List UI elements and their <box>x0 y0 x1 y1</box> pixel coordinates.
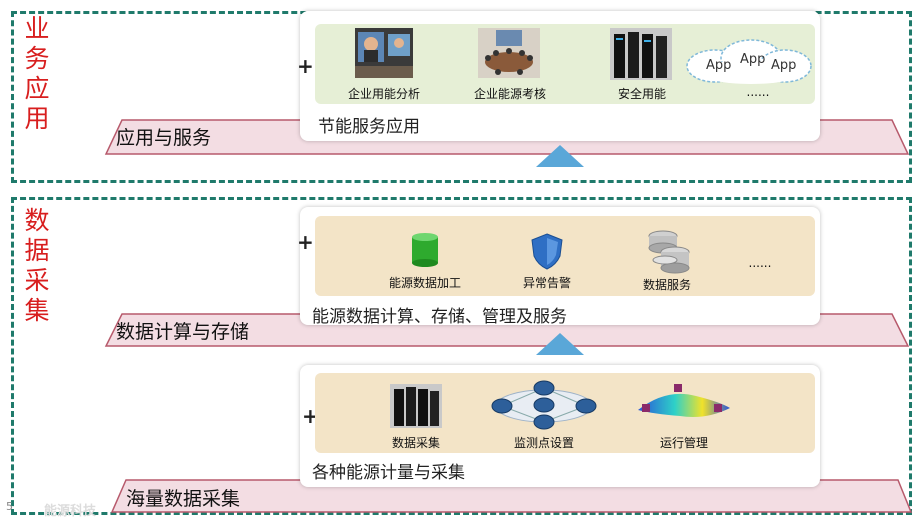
plus-sign: + <box>302 404 319 428</box>
plus-sign: + <box>297 230 314 254</box>
cloud-text-app-1: App <box>706 58 732 73</box>
cloud-text-app-3: App <box>771 58 797 73</box>
item-label-energy-assessment: 企业能源考核 <box>473 87 546 101</box>
band-title-data-compute-storage: 数据计算与存储 <box>116 321 250 343</box>
plus-sign: + <box>297 54 314 78</box>
page-number: 5 <box>6 500 13 513</box>
up-arrow-to-data-compute <box>536 333 584 355</box>
inner-panel-data-compute <box>315 216 815 296</box>
up-arrow-to-applications <box>536 145 584 167</box>
meeting-room-icon <box>478 28 540 78</box>
shield-icon <box>531 233 563 270</box>
cloud-text-app-2: App <box>740 52 766 67</box>
database-cylinder-icon <box>412 233 438 267</box>
watermark-logo: 能源科技 <box>44 504 97 519</box>
data-collection-label: 数 据 采 集 <box>24 206 50 325</box>
network-nodes-icon <box>491 380 597 430</box>
band-title-mass-data-collection: 海量数据采集 <box>126 488 241 510</box>
item-label-more-services: ...... <box>748 256 772 270</box>
item-label-energy-analysis: 企业用能分析 <box>347 87 420 101</box>
item-label-data-collection: 数据采集 <box>391 436 440 450</box>
item-label-safe-energy-use: 安全用能 <box>617 87 666 101</box>
card-title-energy-saving-applications: 节能服务应用 <box>318 117 420 137</box>
band-title-application-services: 应用与服务 <box>116 127 212 149</box>
item-label-operations-management: 运行管理 <box>659 436 708 450</box>
server-rack-icon <box>390 384 442 428</box>
data-collection-zone-border <box>11 197 912 515</box>
server-rack-icon <box>610 28 672 80</box>
video-conference-icon <box>355 28 413 78</box>
item-label-anomaly-alarm: 异常告警 <box>522 276 571 290</box>
database-stack-icon <box>648 230 690 274</box>
app-cloud-icon <box>686 39 812 84</box>
item-label-data-services: 数据服务 <box>642 278 691 292</box>
heatmap-plane-icon <box>638 384 730 417</box>
item-label-more-apps: ...... <box>746 85 770 99</box>
item-label-monitoring-points: 监测点设置 <box>513 436 574 450</box>
card-title-energy-metering-collection: 各种能源计量与采集 <box>312 463 465 483</box>
business-application-label: 业 务 应 用 <box>24 14 50 133</box>
item-label-energy-data-processing: 能源数据加工 <box>388 276 461 290</box>
card-title-energy-data-compute: 能源数据计算、存储、管理及服务 <box>312 307 567 327</box>
